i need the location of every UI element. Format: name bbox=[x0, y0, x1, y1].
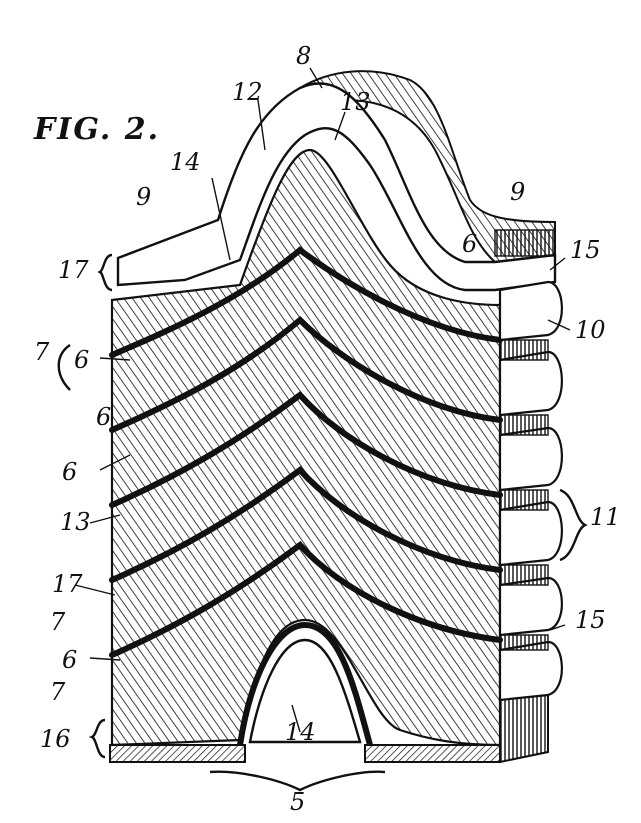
label-6-d: 6 bbox=[62, 646, 78, 674]
label-6-top-right: 6 bbox=[462, 230, 478, 258]
label-7-c: 7 bbox=[50, 678, 66, 706]
figure-title: FIG. 2. bbox=[34, 112, 161, 147]
bottom-arch bbox=[248, 638, 362, 744]
braces bbox=[57, 253, 588, 792]
side-gaps bbox=[494, 229, 556, 651]
label-8: 8 bbox=[296, 42, 312, 70]
label-11: 11 bbox=[590, 503, 621, 531]
label-5: 5 bbox=[290, 788, 306, 816]
label-14-top: 14 bbox=[170, 148, 201, 176]
label-6-a: 6 bbox=[74, 346, 90, 374]
bottom-board-right bbox=[364, 744, 501, 763]
label-17-mid: 17 bbox=[52, 570, 83, 598]
label-12: 12 bbox=[232, 78, 263, 106]
label-13-mid: 13 bbox=[60, 508, 91, 536]
label-7-b: 7 bbox=[50, 608, 66, 636]
bottom-end-block bbox=[499, 688, 549, 764]
label-13-top: 13 bbox=[340, 88, 371, 116]
side-blocks bbox=[498, 280, 563, 702]
label-9-left: 9 bbox=[136, 183, 152, 211]
label-17-top: 17 bbox=[58, 256, 89, 284]
label-7-a: 7 bbox=[34, 338, 50, 366]
leader-lines bbox=[74, 67, 571, 733]
label-6-c: 6 bbox=[96, 403, 112, 431]
top-board bbox=[116, 82, 557, 292]
label-14-bottom: 14 bbox=[285, 718, 316, 746]
label-10: 10 bbox=[575, 316, 606, 344]
bottom-board bbox=[109, 744, 246, 763]
label-16: 16 bbox=[40, 725, 71, 753]
label-15-top: 15 bbox=[570, 236, 601, 264]
label-15-mid: 15 bbox=[575, 606, 606, 634]
layer-boundaries bbox=[109, 246, 503, 658]
label-9-right: 9 bbox=[510, 178, 526, 206]
label-6-b: 6 bbox=[62, 458, 78, 486]
